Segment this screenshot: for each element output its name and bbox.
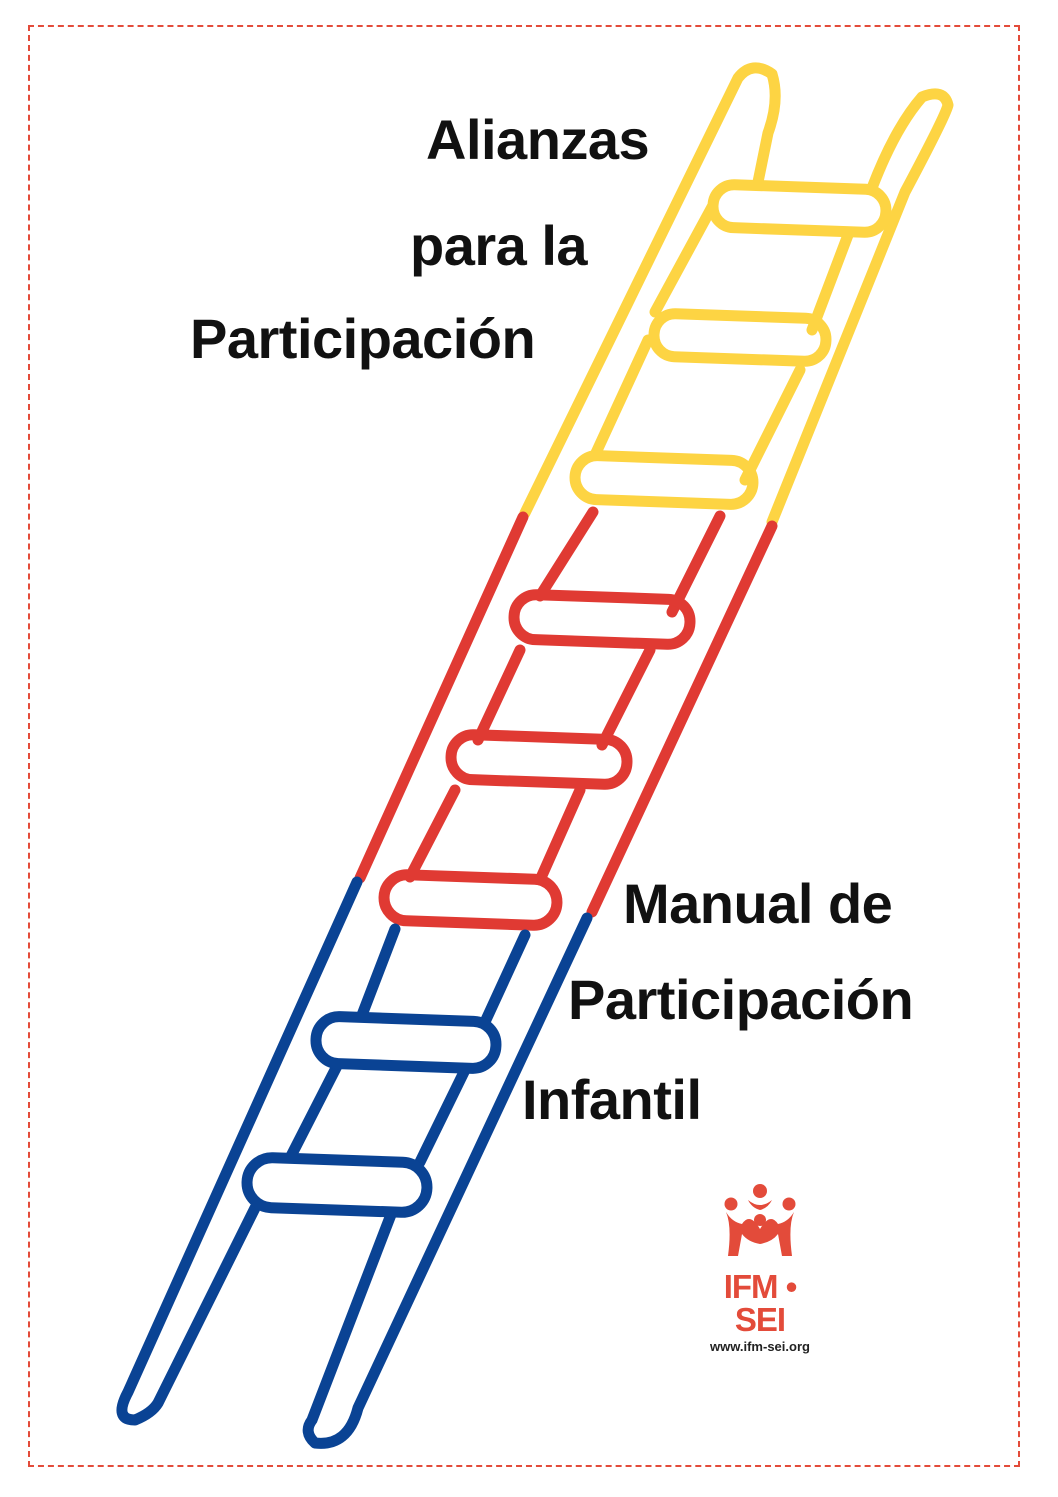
yellow-inner-rail-r (739, 229, 854, 486)
ladder-red-section (354, 506, 778, 931)
yellow-left-rail (519, 62, 781, 519)
red-rung-2 (445, 729, 633, 790)
blue-left-rail (116, 876, 363, 1426)
yellow-inner-rail-l (589, 201, 718, 461)
red-left-rail (354, 511, 529, 884)
red-right-rail (586, 520, 778, 918)
yellow-rung-1 (707, 179, 892, 238)
ladder-yellow-section (519, 62, 954, 528)
red-inner-rail-l (404, 506, 599, 883)
blue-rung-2 (241, 1152, 433, 1218)
logo-brand-text: IFM • SEI (723, 1268, 798, 1338)
red-rung-1 (508, 589, 696, 650)
blue-rung-1 (310, 1011, 502, 1074)
page-border (28, 25, 1020, 1467)
yellow-right-rail (766, 88, 954, 528)
title-top-line-1: Alianzas (426, 108, 650, 171)
yellow-rung-2 (648, 308, 832, 367)
red-rung-3 (378, 869, 563, 931)
ifm-sei-logo: IFM • SEI www.ifm-sei.org (700, 1182, 820, 1354)
logo-website-link[interactable]: www.ifm-sei.org (710, 1339, 810, 1354)
blue-inner-rail-l (284, 923, 401, 1164)
red-inner-rail-r (534, 510, 726, 886)
title-bottom-line-3: Infantil (522, 1068, 702, 1131)
blue-inner-rail-r (414, 929, 531, 1168)
yellow-rung-3 (569, 450, 759, 510)
title-bottom-line-2: Participación (568, 968, 914, 1031)
people-emblem-icon (724, 1184, 796, 1256)
title-bottom-line-1: Manual de (623, 872, 893, 935)
blue-right-rail (302, 912, 593, 1449)
title-top-line-2: para la (410, 214, 588, 277)
title-top-line-3: Participación (190, 307, 536, 370)
ladder-blue-section (116, 876, 593, 1449)
